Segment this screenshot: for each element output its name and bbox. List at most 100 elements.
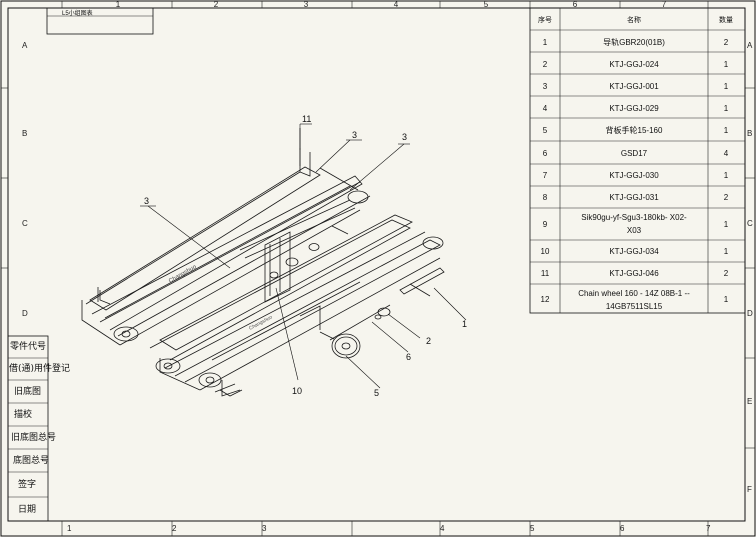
- bom-row-1-name: 导轨GBR20(01B): [603, 37, 665, 47]
- bottom-zone-strip: 1 2 3 4 5 6 7: [61, 521, 711, 536]
- bom-row-5-qty: 1: [724, 126, 729, 135]
- conveyor-assembly: Changshuo Changshuo: [81, 128, 445, 397]
- bom-row-3-no: 3: [543, 82, 548, 91]
- callout-3a: 3: [352, 130, 357, 140]
- callout-1: 1: [462, 319, 467, 329]
- bom-row-1-qty: 2: [724, 38, 729, 47]
- bom-row-12-name-line1: Chain wheel 160 - 14Z 08B-1 --: [578, 289, 690, 298]
- bom-row-7-no: 7: [543, 171, 548, 180]
- bom-row-1-no: 1: [543, 38, 548, 47]
- bom-row-11-name: KTJ-GGJ-046: [609, 269, 659, 278]
- bom-row-3-qty: 1: [724, 82, 729, 91]
- left-item-date: 日期: [18, 504, 36, 515]
- conveyor-front: Changshuo: [149, 214, 444, 397]
- left-item-check: 描校: [14, 408, 32, 420]
- callout-5: 5: [374, 388, 379, 398]
- zone-row-c-right: C: [747, 219, 753, 228]
- bom-row-6-qty: 4: [724, 149, 729, 158]
- bom-row-2-no: 2: [543, 60, 548, 69]
- bom-row-5-name: 背板手轮15-160: [606, 125, 663, 135]
- bom-row-4-name: KTJ-GGJ-029: [609, 104, 659, 113]
- zone-row-e-right: E: [747, 397, 752, 406]
- zone-col-bottom-2: 2: [172, 524, 177, 533]
- zone-col-top-3: 3: [304, 0, 309, 9]
- bom-row-12-no: 12: [541, 295, 550, 304]
- bom-row-8-no: 8: [543, 193, 548, 202]
- bom-row-11-qty: 2: [724, 269, 729, 278]
- left-item-old-base-no: 旧底图总号: [11, 431, 56, 443]
- bom-row-2-name: KTJ-GGJ-024: [609, 60, 659, 69]
- zone-col-top-2: 2: [214, 0, 219, 9]
- top-zone-strip: 1 2 3 4 5 6 7: [61, 0, 709, 9]
- zone-row-d-right: D: [747, 309, 753, 318]
- title-box-label: L5小组图表: [62, 9, 93, 17]
- zone-col-bottom-6: 6: [620, 524, 625, 533]
- bom-header-qty: 数量: [719, 15, 733, 24]
- callout-10: 10: [292, 386, 302, 396]
- zone-row-d: D: [22, 309, 28, 318]
- zone-col-bottom-3: 3: [262, 524, 267, 533]
- zone-row-b: B: [22, 129, 27, 138]
- bom-row-9-name-line2: X03: [627, 226, 642, 235]
- callout-6: 6: [406, 352, 411, 362]
- bom-table: 序号 名称 数量 1 导轨GBR20(01B) 2 2 KTJ-GGJ-024 …: [529, 7, 746, 314]
- callout-11: 11: [302, 114, 311, 124]
- conveyor-left: Changshuo: [81, 148, 371, 346]
- left-item-base-no: 底图总号: [13, 454, 49, 466]
- bom-row-6-no: 6: [543, 149, 548, 158]
- bom-row-4-qty: 1: [724, 104, 729, 113]
- left-item-part-code: 零件代号: [10, 340, 46, 352]
- zone-col-top-5: 5: [484, 0, 489, 9]
- bom-row-8-qty: 2: [724, 193, 729, 202]
- callout-3c: 3: [144, 196, 149, 206]
- zone-row-a-right: A: [747, 41, 753, 50]
- zone-col-top-1: 1: [116, 0, 121, 9]
- zone-row-b-right: B: [747, 129, 752, 138]
- callout-3b: 3: [402, 132, 407, 142]
- center-frame: [239, 199, 356, 303]
- zone-row-c: C: [22, 219, 28, 228]
- left-item-sign: 签字: [18, 478, 36, 490]
- bom-row-7-qty: 1: [724, 171, 729, 180]
- bom-header-no: 序号: [538, 15, 552, 24]
- hand-wheel: [319, 331, 361, 359]
- left-info-panel: 零件代号 借(通)用件登记 旧底图 描校 旧底图总号 底图总号 签字 日期: [7, 335, 70, 522]
- bom-row-9-name-line1: Sik90gu-yf-Sgu3-180kb- X02-: [581, 213, 687, 222]
- left-item-old-base: 旧底图: [14, 385, 41, 397]
- zone-col-top-7: 7: [662, 0, 667, 9]
- zone-col-bottom-4: 4: [440, 524, 445, 533]
- bom-row-12-name-line2: 14GB7511SL15: [606, 302, 663, 311]
- zone-col-top-4: 4: [394, 0, 399, 9]
- bom-row-3-name: KTJ-GGJ-001: [609, 82, 659, 91]
- zone-row-a: A: [22, 41, 28, 50]
- bom-row-5-no: 5: [543, 126, 548, 135]
- bom-row-7-name: KTJ-GGJ-030: [609, 171, 659, 180]
- bom-row-4-no: 4: [543, 104, 548, 113]
- zone-col-bottom-7: 7: [706, 524, 711, 533]
- left-item-borrow-reg: 借(通)用件登记: [9, 362, 70, 374]
- left-zone-strip: A B C D: [1, 41, 28, 318]
- bom-row-8-name: KTJ-GGJ-031: [609, 193, 659, 202]
- bom-row-9-qty: 1: [724, 220, 729, 229]
- bom-row-12-qty: 1: [724, 295, 729, 304]
- guard-left: [99, 290, 111, 305]
- zone-col-bottom-5: 5: [530, 524, 535, 533]
- callout-2: 2: [426, 336, 431, 346]
- title-box: L5小组图表: [46, 7, 154, 35]
- bom-row-2-qty: 1: [724, 60, 729, 69]
- support-rails: [219, 267, 445, 397]
- bom-row-9-no: 9: [543, 220, 548, 229]
- zone-row-f-right: F: [747, 485, 752, 494]
- bom-row-10-name: KTJ-GGJ-034: [609, 247, 659, 256]
- bom-row-6-name: GSD17: [621, 149, 648, 158]
- callouts: 1 2 3 3 3 5 6 10 11: [140, 114, 467, 398]
- bom-row-10-qty: 1: [724, 247, 729, 256]
- bom-row-11-no: 11: [541, 269, 550, 278]
- right-zone-strip: A B C D E F: [745, 41, 755, 494]
- bom-row-10-no: 10: [541, 247, 550, 256]
- zone-col-top-6: 6: [573, 0, 578, 9]
- zone-col-bottom-1: 1: [67, 524, 72, 533]
